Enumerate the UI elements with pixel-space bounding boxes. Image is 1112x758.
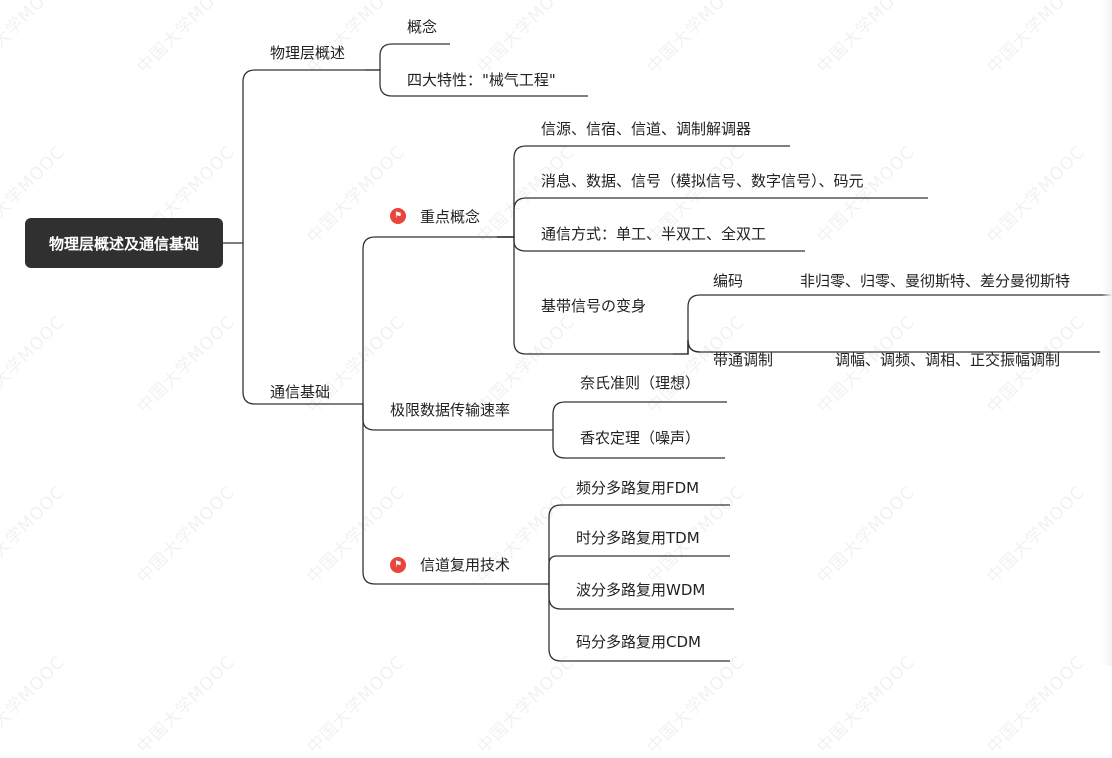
connector-root-comm — [242, 243, 363, 405]
node-concept[interactable]: 概念 — [407, 18, 438, 36]
connector-rate-nyquist — [552, 401, 727, 430]
root-node[interactable]: 物理层概述及通信基础 — [25, 218, 223, 268]
connector-lines — [223, 43, 1112, 662]
node-passband-detail[interactable]: 调幅、调频、调相、正交振幅调制 — [835, 351, 1061, 369]
connector-overview-concept — [365, 43, 450, 71]
node-baseband[interactable]: 基带信号の变身 — [541, 297, 647, 315]
node-passband[interactable]: 带通调制 — [713, 351, 774, 369]
node-key-item-3[interactable]: 通信方式：单工、半双工、全双工 — [541, 225, 767, 243]
connector-mux-tdm — [548, 555, 730, 584]
connector-rate-shannon — [552, 430, 725, 459]
node-four-features[interactable]: 四大特性："械气工程" — [407, 71, 556, 89]
flag-icon: ⚑ — [390, 208, 406, 224]
connector-baseband-passband-line — [687, 339, 1100, 354]
node-physical-overview[interactable]: 物理层概述 — [270, 44, 346, 62]
node-rate-limit[interactable]: 极限数据传输速率 — [390, 401, 511, 419]
node-multiplexing[interactable]: 信道复用技术 — [420, 556, 511, 574]
connector-key-baseband — [497, 236, 673, 355]
node-encoding-detail[interactable]: 非归零、归零、曼彻斯特、差分曼彻斯特 — [800, 272, 1071, 290]
node-comm-basics[interactable]: 通信基础 — [270, 383, 331, 401]
connector-mux-fdm — [548, 504, 730, 584]
node-encoding[interactable]: 编码 — [713, 272, 744, 290]
connector-key-item2 — [497, 197, 928, 238]
node-mux-fdm[interactable]: 频分多路复用FDM — [576, 479, 700, 497]
node-mux-wdm[interactable]: 波分多路复用WDM — [576, 581, 706, 599]
connector-mux-cdm — [548, 584, 730, 662]
node-shannon[interactable]: 香农定理（噪声） — [580, 429, 701, 447]
connector-root-overview — [242, 69, 365, 243]
connector-comm-key — [362, 236, 497, 404]
connector-key-item1 — [497, 145, 790, 238]
node-mux-tdm[interactable]: 时分多路复用TDM — [576, 529, 700, 547]
node-key-concepts[interactable]: 重点概念 — [420, 208, 481, 226]
node-key-item-2[interactable]: 消息、数据、信号（模拟信号、数字信号）、码元 — [541, 172, 864, 190]
scroll-edge — [1102, 0, 1112, 666]
connector-baseband-encoding — [673, 294, 1112, 355]
node-mux-cdm[interactable]: 码分多路复用CDM — [576, 633, 701, 651]
connector-overview-features — [365, 69, 588, 97]
flag-icon: ⚑ — [390, 557, 406, 573]
connector-comm-mux — [362, 404, 549, 585]
node-nyquist[interactable]: 奈氏准则（理想） — [580, 374, 701, 392]
node-key-item-1[interactable]: 信源、信宿、信道、调制解调器 — [541, 120, 752, 138]
